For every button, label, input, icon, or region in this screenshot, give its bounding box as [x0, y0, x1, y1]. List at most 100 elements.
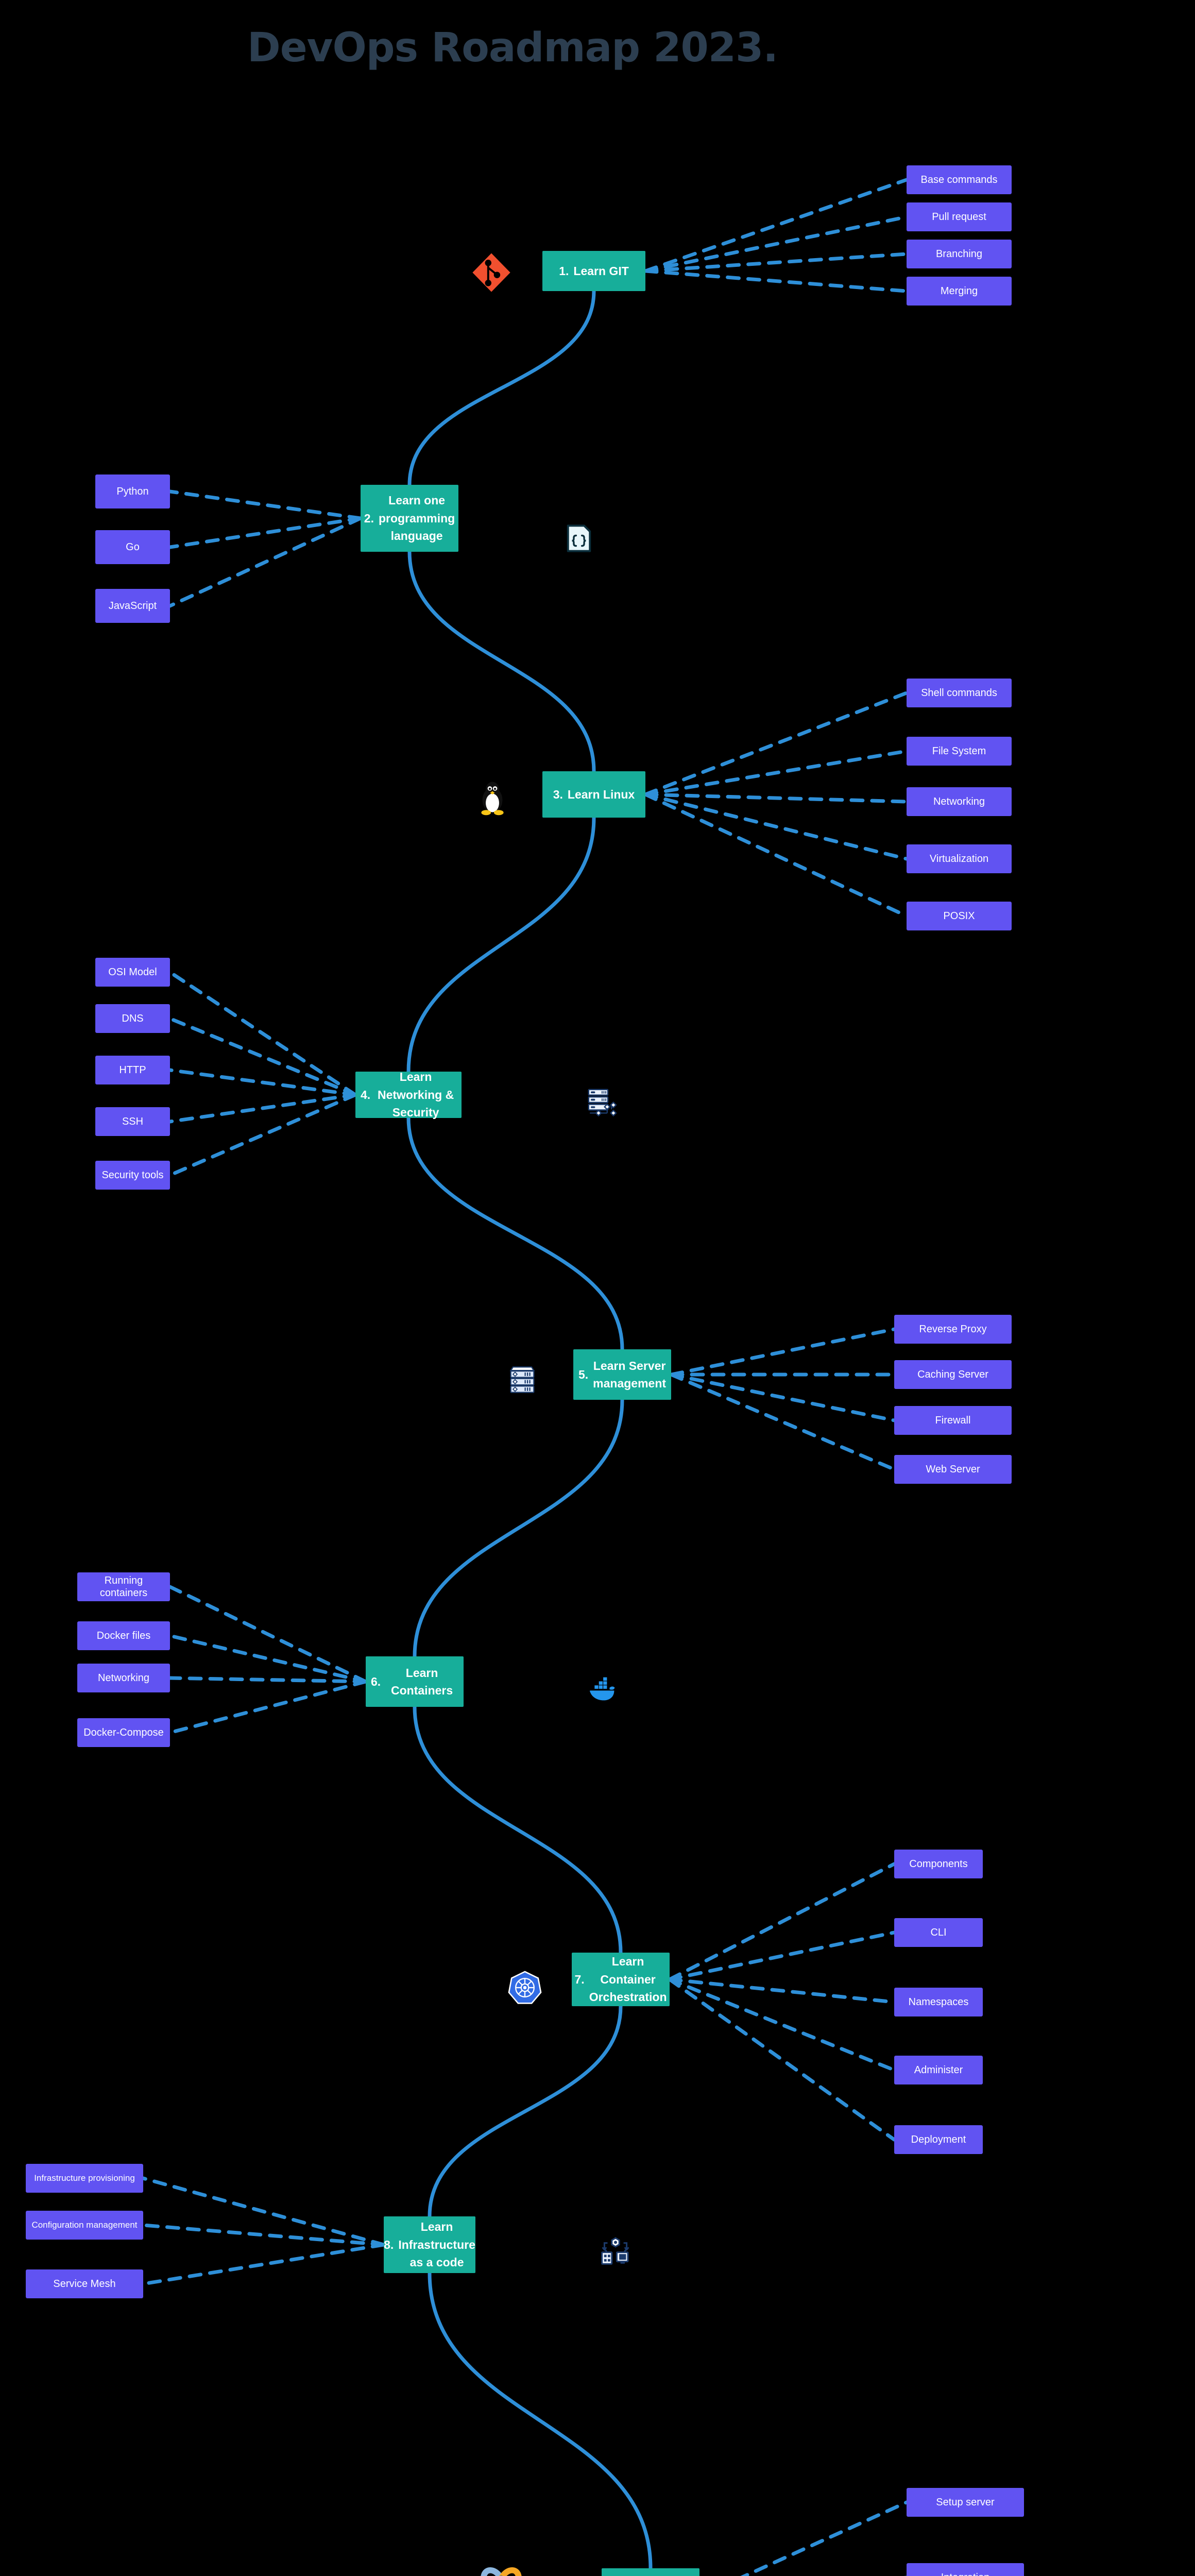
dashed-connector [643, 269, 909, 293]
sub-node[interactable]: Deployment [894, 2125, 983, 2154]
sub-node-label: Branching [935, 248, 983, 260]
sub-node[interactable]: POSIX [907, 902, 1012, 930]
sub-node-label: HTTP [119, 1064, 146, 1076]
main-node-label: Learn GIT [573, 264, 629, 278]
iac-gear-screen-icon [601, 2237, 629, 2265]
sub-node-label: Merging [940, 285, 978, 297]
sub-node[interactable]: Setup server [907, 2488, 1024, 2517]
sub-node[interactable]: Networking [907, 787, 1012, 816]
sub-node[interactable]: Components [894, 1850, 983, 1878]
sub-node[interactable]: Firewall [894, 1406, 1012, 1435]
sub-node[interactable]: CLI [894, 1918, 983, 1947]
sub-node-label: Setup server [936, 2497, 995, 2508]
linux-penguin-icon [481, 782, 504, 816]
main-node-8[interactable]: 8. Learn Infrastructure as a code [384, 2216, 475, 2273]
sub-node[interactable]: Python [95, 474, 170, 509]
kubernetes-icon-wrapper [508, 1969, 542, 2006]
main-node-label: Learn Infrastructure as a code [398, 2220, 475, 2269]
dashed-connector [168, 1680, 368, 1735]
main-node-7[interactable]: 7.Learn Container Orchestration [572, 1953, 670, 2006]
sub-node[interactable]: Virtualization [907, 844, 1012, 873]
sub-node[interactable]: SSH [95, 1107, 170, 1136]
sub-node[interactable]: Reverse Proxy [894, 1315, 1012, 1344]
sub-node[interactable]: JavaScript [95, 589, 170, 623]
sub-node[interactable]: Networking [77, 1664, 170, 1692]
sub-node-label: Reverse Proxy [919, 1324, 987, 1335]
sub-node[interactable]: Go [95, 530, 170, 564]
main-node-number: 7. [574, 1972, 585, 1986]
main-node-5[interactable]: 5.Learn Server management [573, 1349, 671, 1400]
dashed-connector [669, 1372, 896, 1471]
sub-node[interactable]: Caching Server [894, 1360, 1012, 1389]
sub-node-label: Configuration management [31, 2219, 138, 2230]
spine-connector [407, 550, 596, 773]
dashed-connector [668, 1977, 896, 2072]
dashed-connector [168, 1093, 357, 1124]
sub-node-label: CLI [930, 1927, 947, 1938]
cicd-infinity-icon [481, 2567, 522, 2576]
dashed-connector [168, 489, 363, 520]
sub-node-label: Pull request [932, 211, 986, 223]
sub-node-label: Docker files [96, 1630, 151, 1641]
main-node-6[interactable]: 6.Learn Containers [366, 1656, 464, 1707]
main-node-4[interactable]: 4.Learn Networking & Security [355, 1070, 462, 1119]
dashed-connector [168, 1585, 368, 1684]
sub-node[interactable]: Base commands [907, 165, 1012, 194]
sub-node[interactable]: Running containers [77, 1572, 170, 1601]
dashed-connector [669, 1372, 896, 1422]
sub-node-label: Docker-Compose [83, 1727, 164, 1738]
dashed-connector [141, 2176, 386, 2247]
main-node-number: 1. [559, 264, 569, 278]
sub-node[interactable]: Shell commands [907, 679, 1012, 707]
sub-node[interactable]: Namespaces [894, 1988, 983, 2016]
sub-node[interactable]: OSI Model [95, 958, 170, 987]
sub-node[interactable]: Infrastructure provisioning [26, 2164, 143, 2193]
dashed-connector [141, 2243, 386, 2286]
spine-connector [407, 289, 596, 487]
sub-node[interactable]: Web Server [894, 1455, 1012, 1484]
dashed-connector [643, 215, 909, 273]
sub-node-label: POSIX [943, 910, 975, 922]
sub-node[interactable]: HTTP [95, 1056, 170, 1084]
sub-node[interactable]: File System [907, 737, 1012, 766]
sub-node-label: Web Server [926, 1464, 980, 1475]
linux-penguin-icon-wrapper [474, 775, 511, 819]
sub-node-label: Caching Server [917, 1369, 988, 1380]
sub-node[interactable]: DNS [95, 1004, 170, 1033]
sub-node[interactable]: Integration [907, 2563, 1024, 2576]
sub-node[interactable]: Merging [907, 277, 1012, 306]
main-node-number: 2. [364, 511, 374, 525]
server-network-icon-wrapper [586, 1086, 617, 1119]
sub-node[interactable]: Branching [907, 240, 1012, 268]
main-node-3[interactable]: 3. Learn Linux [542, 771, 645, 818]
sub-node[interactable]: Pull request [907, 202, 1012, 231]
main-node-1[interactable]: 1. Learn GIT [542, 251, 645, 291]
sub-node-label: Deployment [911, 2134, 966, 2145]
dashed-connector [643, 178, 909, 273]
sub-node[interactable]: Service Mesh [26, 2269, 143, 2298]
main-node-label: Learn Linux [567, 787, 635, 801]
spine-connector [413, 1705, 623, 1955]
code-file-icon-wrapper [565, 521, 593, 555]
dashed-connector [168, 1676, 368, 1684]
sub-node[interactable]: Configuration management [26, 2211, 143, 2240]
sub-node-label: Shell commands [921, 687, 997, 699]
sub-node-label: Namespaces [908, 1996, 969, 2008]
sub-node-label: File System [932, 745, 986, 757]
main-node-label: Learn Containers [391, 1666, 453, 1698]
spine-connector [428, 2271, 653, 2570]
iac-gear-screen-icon-wrapper [600, 2231, 631, 2270]
main-node-9[interactable]: 9.Learn CI/CD [602, 2568, 699, 2576]
sub-node[interactable]: Docker files [77, 1621, 170, 1650]
sub-node[interactable]: Docker-Compose [77, 1718, 170, 1747]
git-logo-icon-wrapper [470, 252, 513, 293]
sub-node[interactable]: Administer [894, 2056, 983, 2084]
main-node-number: 4. [361, 1088, 371, 1101]
main-node-2[interactable]: 2.Learn one programming language [361, 485, 458, 552]
sub-node-label: Security tools [101, 1170, 164, 1181]
main-node-number: 8. [384, 2238, 394, 2251]
sub-node[interactable]: Security tools [95, 1161, 170, 1190]
main-node-number: 3. [553, 787, 563, 801]
